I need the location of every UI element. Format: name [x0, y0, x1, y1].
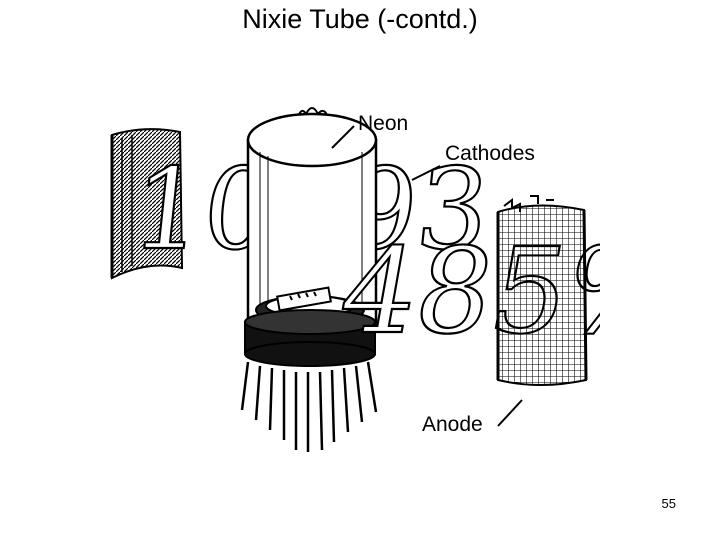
tube-base [244, 286, 376, 367]
anode-left-half [110, 128, 184, 280]
cathodes-label: Cathodes [445, 142, 535, 165]
leader-lines [331, 125, 523, 427]
anode-label: Anode [422, 413, 483, 436]
anode-right-half [496, 195, 588, 386]
neon-label: Neon [358, 112, 409, 135]
page-number: 55 [661, 496, 676, 511]
tube-pins [240, 361, 378, 452]
nixie-tube-diagram: 10293 485% [100, 100, 600, 470]
slide-title: Nixie Tube (-contd.) [242, 4, 478, 34]
